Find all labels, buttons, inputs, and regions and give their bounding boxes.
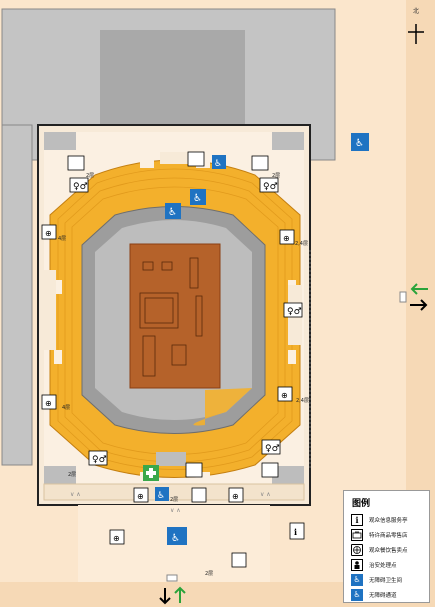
security-icon: [351, 558, 363, 571]
floor-label: 2层: [86, 173, 95, 179]
accessible-access-icon: [165, 203, 181, 219]
food-icon: [279, 229, 295, 245]
accessible-toilet-icon: [190, 189, 206, 205]
svg-text:∨ ∧: ∨ ∧: [70, 491, 81, 498]
floor-label: 4层: [62, 405, 71, 411]
svg-text:♀♂: ♀♂: [265, 444, 280, 454]
svg-text:♿: ♿: [193, 193, 202, 204]
legend-label: 无障碍通道: [369, 592, 397, 599]
legend-item-food: 观众餐饮售卖点: [351, 543, 408, 556]
info-icon: [289, 522, 305, 540]
food-icon: [133, 487, 149, 503]
central-court: [129, 243, 221, 389]
legend-label: 无障碍卫生间: [369, 577, 403, 584]
accessible-toilet-icon: [212, 155, 226, 169]
svg-text:♀♂: ♀♂: [287, 307, 302, 317]
legend-item-info: i 观众信息服务亭: [351, 513, 408, 526]
floor-label: 2层: [205, 571, 214, 577]
shop-icon: [251, 155, 269, 171]
toilet-icon: [261, 439, 281, 455]
legend-item-accessible-toilet: ♿ 无障碍卫生间: [351, 573, 402, 586]
legend-label: 治安处理点: [369, 562, 397, 569]
south-entrance-in-icon: [174, 586, 186, 603]
legend-item-security: 治安处理点: [351, 558, 397, 571]
legend-title: 图例: [352, 499, 371, 509]
food-icon: [109, 529, 125, 545]
svg-text:⊕: ⊕: [45, 229, 52, 238]
accessible-access-icon: ♿: [351, 588, 363, 601]
svg-text:⊕: ⊕: [281, 391, 288, 400]
svg-text:♀♂: ♀♂: [263, 182, 278, 192]
svg-text:北: 北: [413, 7, 419, 15]
accessible-toilet-icon: [155, 487, 169, 501]
info-icon: i: [351, 513, 363, 526]
svg-text:i: i: [294, 527, 297, 537]
food-icon: [41, 224, 57, 240]
legend-label: 观众信息服务亭: [369, 517, 408, 524]
accessible-toilet-icon: ♿: [351, 573, 363, 586]
north-arrow-icon: [408, 24, 424, 44]
legend-label: 观众餐饮售卖点: [369, 547, 408, 554]
south-gate: [166, 574, 178, 582]
svg-text:⊕: ⊕: [45, 399, 52, 408]
south-entrance-out-icon: [159, 588, 171, 605]
svg-text:♀♂: ♀♂: [73, 182, 88, 192]
svg-text:♿: ♿: [168, 207, 177, 218]
svg-text:♀♂: ♀♂: [92, 455, 107, 465]
toilet-icon: [283, 302, 303, 318]
floor-label: 4层: [58, 236, 67, 242]
food-icon: [187, 151, 205, 167]
east-gate: [399, 291, 407, 303]
svg-text:⊕: ⊕: [113, 534, 120, 543]
floor-label: 2层: [68, 472, 77, 478]
floor-label: 2,4层: [295, 241, 308, 247]
svg-text:♿: ♿: [355, 138, 364, 149]
legend-item-shop: 特许商品零售店: [351, 528, 408, 541]
shop-icon: [261, 462, 279, 478]
map-legend: 图例 i 观众信息服务亭 特许商品零售店 观众餐饮售卖点 治安处理点 ♿ 无障碍…: [343, 490, 430, 603]
east-entrance-in-icon: [410, 283, 428, 295]
shop-icon: [185, 462, 203, 478]
legend-item-accessible-access: ♿ 无障碍通道: [351, 588, 397, 601]
floor-label: 2,4层: [296, 398, 309, 404]
legend-label: 特许商品零售店: [369, 532, 408, 539]
svg-text:⊕: ⊕: [283, 234, 290, 243]
svg-text:∨ ∧: ∨ ∧: [170, 507, 181, 514]
toilet-icon: [88, 450, 108, 466]
security-icon: [231, 552, 247, 568]
shop-icon: [67, 155, 85, 171]
svg-text:∨ ∧: ∨ ∧: [260, 491, 271, 498]
shop-icon: [351, 528, 363, 541]
food-icon: [41, 394, 57, 410]
svg-text:♿: ♿: [214, 159, 222, 169]
toilet-icon: [259, 177, 279, 193]
svg-text:♿: ♿: [157, 491, 165, 501]
toilet-icon: [69, 177, 89, 193]
accessible-access-icon: [351, 133, 369, 151]
floor-label: 2层: [272, 173, 281, 179]
floor-label: 2层: [170, 497, 179, 503]
east-entrance-out-icon: [410, 299, 428, 311]
south-street: [0, 582, 406, 607]
security-icon: [191, 487, 207, 503]
food-icon: [277, 386, 293, 402]
svg-text:⊕: ⊕: [232, 492, 239, 501]
food-icon: [228, 487, 244, 503]
svg-text:⊕: ⊕: [137, 492, 144, 501]
food-icon: [351, 543, 363, 556]
svg-text:♿: ♿: [171, 533, 180, 544]
accessible-access-icon: [167, 527, 187, 545]
